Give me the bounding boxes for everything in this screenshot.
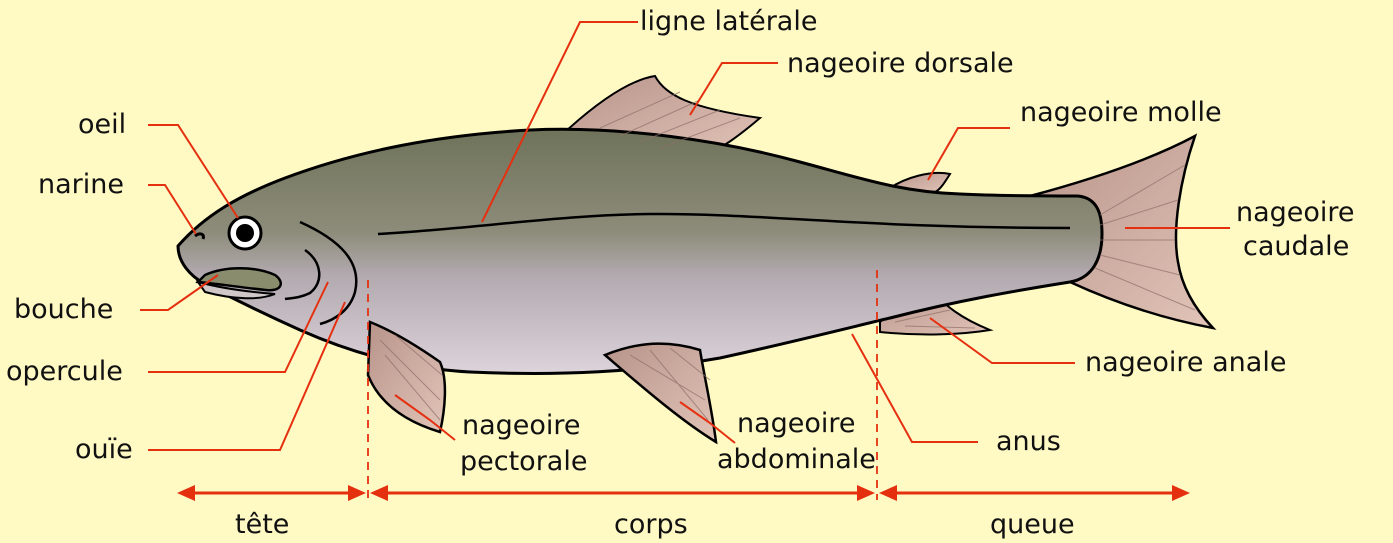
label-oeil: oeil (78, 111, 126, 138)
label-nageoire-dorsale: nageoire dorsale (787, 50, 1014, 77)
label-bouche: bouche (14, 296, 113, 323)
pelvic-fin (605, 344, 716, 442)
label-region-corps: corps (614, 511, 688, 538)
label-opercule: opercule (6, 358, 123, 385)
label-nageoire-pectorale-line1: nageoire (462, 412, 581, 439)
label-nageoire-molle: nageoire molle (1020, 99, 1222, 126)
label-nageoire-abdominale-line1: nageoire (737, 410, 856, 437)
label-anus: anus (996, 428, 1061, 455)
leader-oeil (148, 125, 238, 218)
label-nageoire-abdominale-line2: abdominale (717, 446, 876, 473)
leader-anus (852, 334, 978, 442)
label-nageoire-pectorale-line2: pectorale (460, 448, 587, 475)
region-arrows (177, 485, 1190, 501)
leader-narine (148, 185, 196, 234)
label-nageoire-caudale-line1: nageoire (1236, 199, 1355, 226)
pupil (236, 224, 254, 242)
label-nageoire-caudale-line2: caudale (1243, 233, 1349, 260)
label-narine: narine (38, 171, 124, 198)
fish-body (178, 129, 1102, 373)
label-ligne-laterale: ligne latérale (640, 8, 817, 35)
label-ouie: ouïe (75, 436, 133, 463)
label-region-tete: tête (235, 511, 289, 538)
label-nageoire-anale: nageoire anale (1085, 349, 1286, 376)
label-region-queue: queue (990, 511, 1075, 538)
